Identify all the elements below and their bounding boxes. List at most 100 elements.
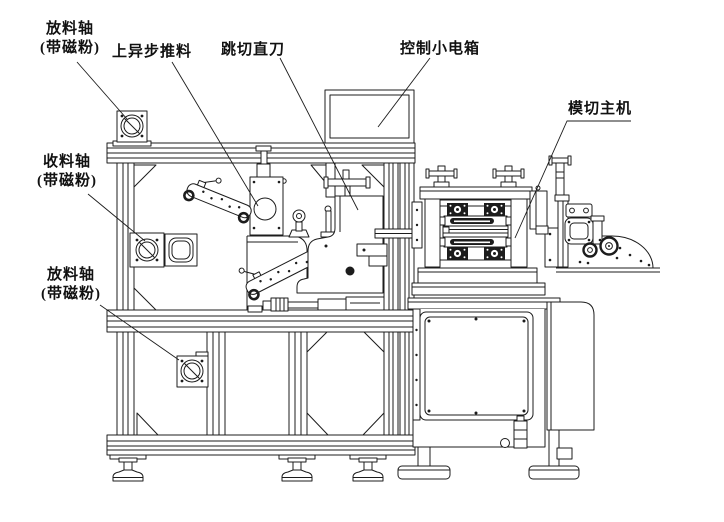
line-art-shape (474, 411, 478, 415)
unwind-shaft-bottom (176, 351, 209, 388)
line-art-shape (345, 266, 355, 276)
line-art-shape (324, 244, 328, 248)
line-art-shape (407, 297, 561, 310)
line-art-shape (522, 319, 526, 323)
line-art-shape (306, 331, 328, 353)
unwind-shaft-top (112, 110, 152, 147)
line-art-shape (310, 164, 327, 184)
line-art-shape (287, 269, 291, 273)
line-art-shape (483, 246, 506, 261)
line-art-shape (592, 220, 603, 245)
label-line: 放料轴 (45, 21, 94, 37)
label-control-box: 控制小电箱 (385, 40, 495, 59)
line-art-shape (361, 164, 385, 188)
line-art-shape (618, 246, 622, 250)
line-art-shape (171, 240, 191, 260)
line-art-shape (535, 225, 549, 235)
label-line: (带磁粉) (40, 40, 100, 57)
line-art-shape (548, 258, 552, 262)
line-art-shape (171, 61, 259, 207)
outfeed-mechanism (535, 155, 660, 273)
label-line: (带磁粉) (41, 286, 101, 303)
upper-pusher-arm (183, 177, 252, 224)
label-line: (带磁粉) (37, 173, 97, 190)
line-art-shape (446, 202, 469, 217)
line-art-shape (238, 267, 245, 274)
line-art-shape (356, 243, 388, 257)
line-art-shape (133, 287, 157, 311)
label-jump-cut-knife: 跳切直刀 (203, 41, 303, 60)
line-art-shape (296, 213, 302, 219)
label-unwind-shaft-bottom: 放料轴 (带磁粉) (16, 266, 126, 304)
line-art-shape (415, 378, 418, 382)
line-art-shape (180, 359, 204, 383)
line-art-shape (514, 120, 631, 239)
line-art-shape (454, 220, 490, 223)
line-art-shape (587, 238, 591, 242)
line-art-shape (425, 168, 430, 179)
line-art-shape (296, 195, 384, 294)
line-art-shape (598, 238, 602, 242)
line-art-shape (383, 162, 399, 436)
line-art-shape (442, 225, 509, 238)
line-art-shape (647, 263, 651, 267)
label-die-cut-host: 模切主机 (550, 100, 650, 119)
line-art-shape (247, 305, 263, 313)
rewind-shaft (129, 232, 198, 268)
line-art-shape (120, 114, 144, 138)
line-art-shape (587, 247, 593, 253)
line-art-shape (325, 178, 369, 187)
line-art-shape (183, 189, 195, 202)
line-art-shape (295, 221, 303, 232)
line-art-shape (352, 457, 384, 482)
line-art-shape (522, 409, 526, 413)
line-art-shape (442, 226, 450, 234)
line-art-shape (555, 162, 565, 201)
line-art-shape (446, 246, 469, 261)
line-art-shape (439, 216, 446, 226)
line-art-shape (586, 261, 590, 265)
line-art-shape (417, 267, 538, 284)
label-line: 跳切直刀 (220, 42, 285, 58)
line-art-shape (325, 210, 332, 234)
line-art-shape (344, 185, 351, 197)
label-line: 放料轴 (46, 267, 95, 283)
line-art-shape (432, 259, 519, 269)
label-line: 收料轴 (42, 154, 91, 170)
line-art-shape (260, 149, 268, 165)
line-art-shape (220, 197, 224, 201)
line-art-shape (415, 208, 419, 212)
line-art-shape (106, 434, 416, 456)
line-art-shape (305, 260, 309, 264)
line-art-shape (368, 255, 388, 267)
line-art-shape (363, 331, 385, 353)
line-art-shape (288, 229, 310, 238)
line-art-shape (255, 145, 272, 152)
line-art-shape (554, 194, 570, 202)
line-art-shape (439, 199, 512, 207)
die-cutter-host (411, 165, 548, 296)
line-art-shape (253, 197, 277, 221)
label-async-pusher: 上异步推料 (102, 43, 202, 62)
line-art-shape (505, 237, 512, 247)
line-art-shape (415, 353, 418, 357)
line-art-shape (567, 220, 571, 224)
side-cabinet (546, 301, 595, 431)
line-art-shape (288, 331, 308, 436)
line-art-shape (528, 465, 580, 480)
line-art-shape (569, 207, 575, 214)
line-art-shape (277, 226, 281, 230)
line-art-shape (587, 220, 591, 224)
line-art-shape (269, 278, 272, 281)
line-art-shape (483, 202, 506, 217)
line-art-shape (505, 216, 512, 226)
line-art-shape (424, 316, 529, 416)
line-art-shape (206, 331, 226, 436)
line-art-shape (252, 180, 256, 184)
line-art-shape (228, 205, 231, 208)
line-art-shape (415, 403, 418, 407)
line-art-shape (590, 215, 605, 222)
line-art-shape (567, 155, 572, 166)
line-art-shape (136, 412, 159, 436)
